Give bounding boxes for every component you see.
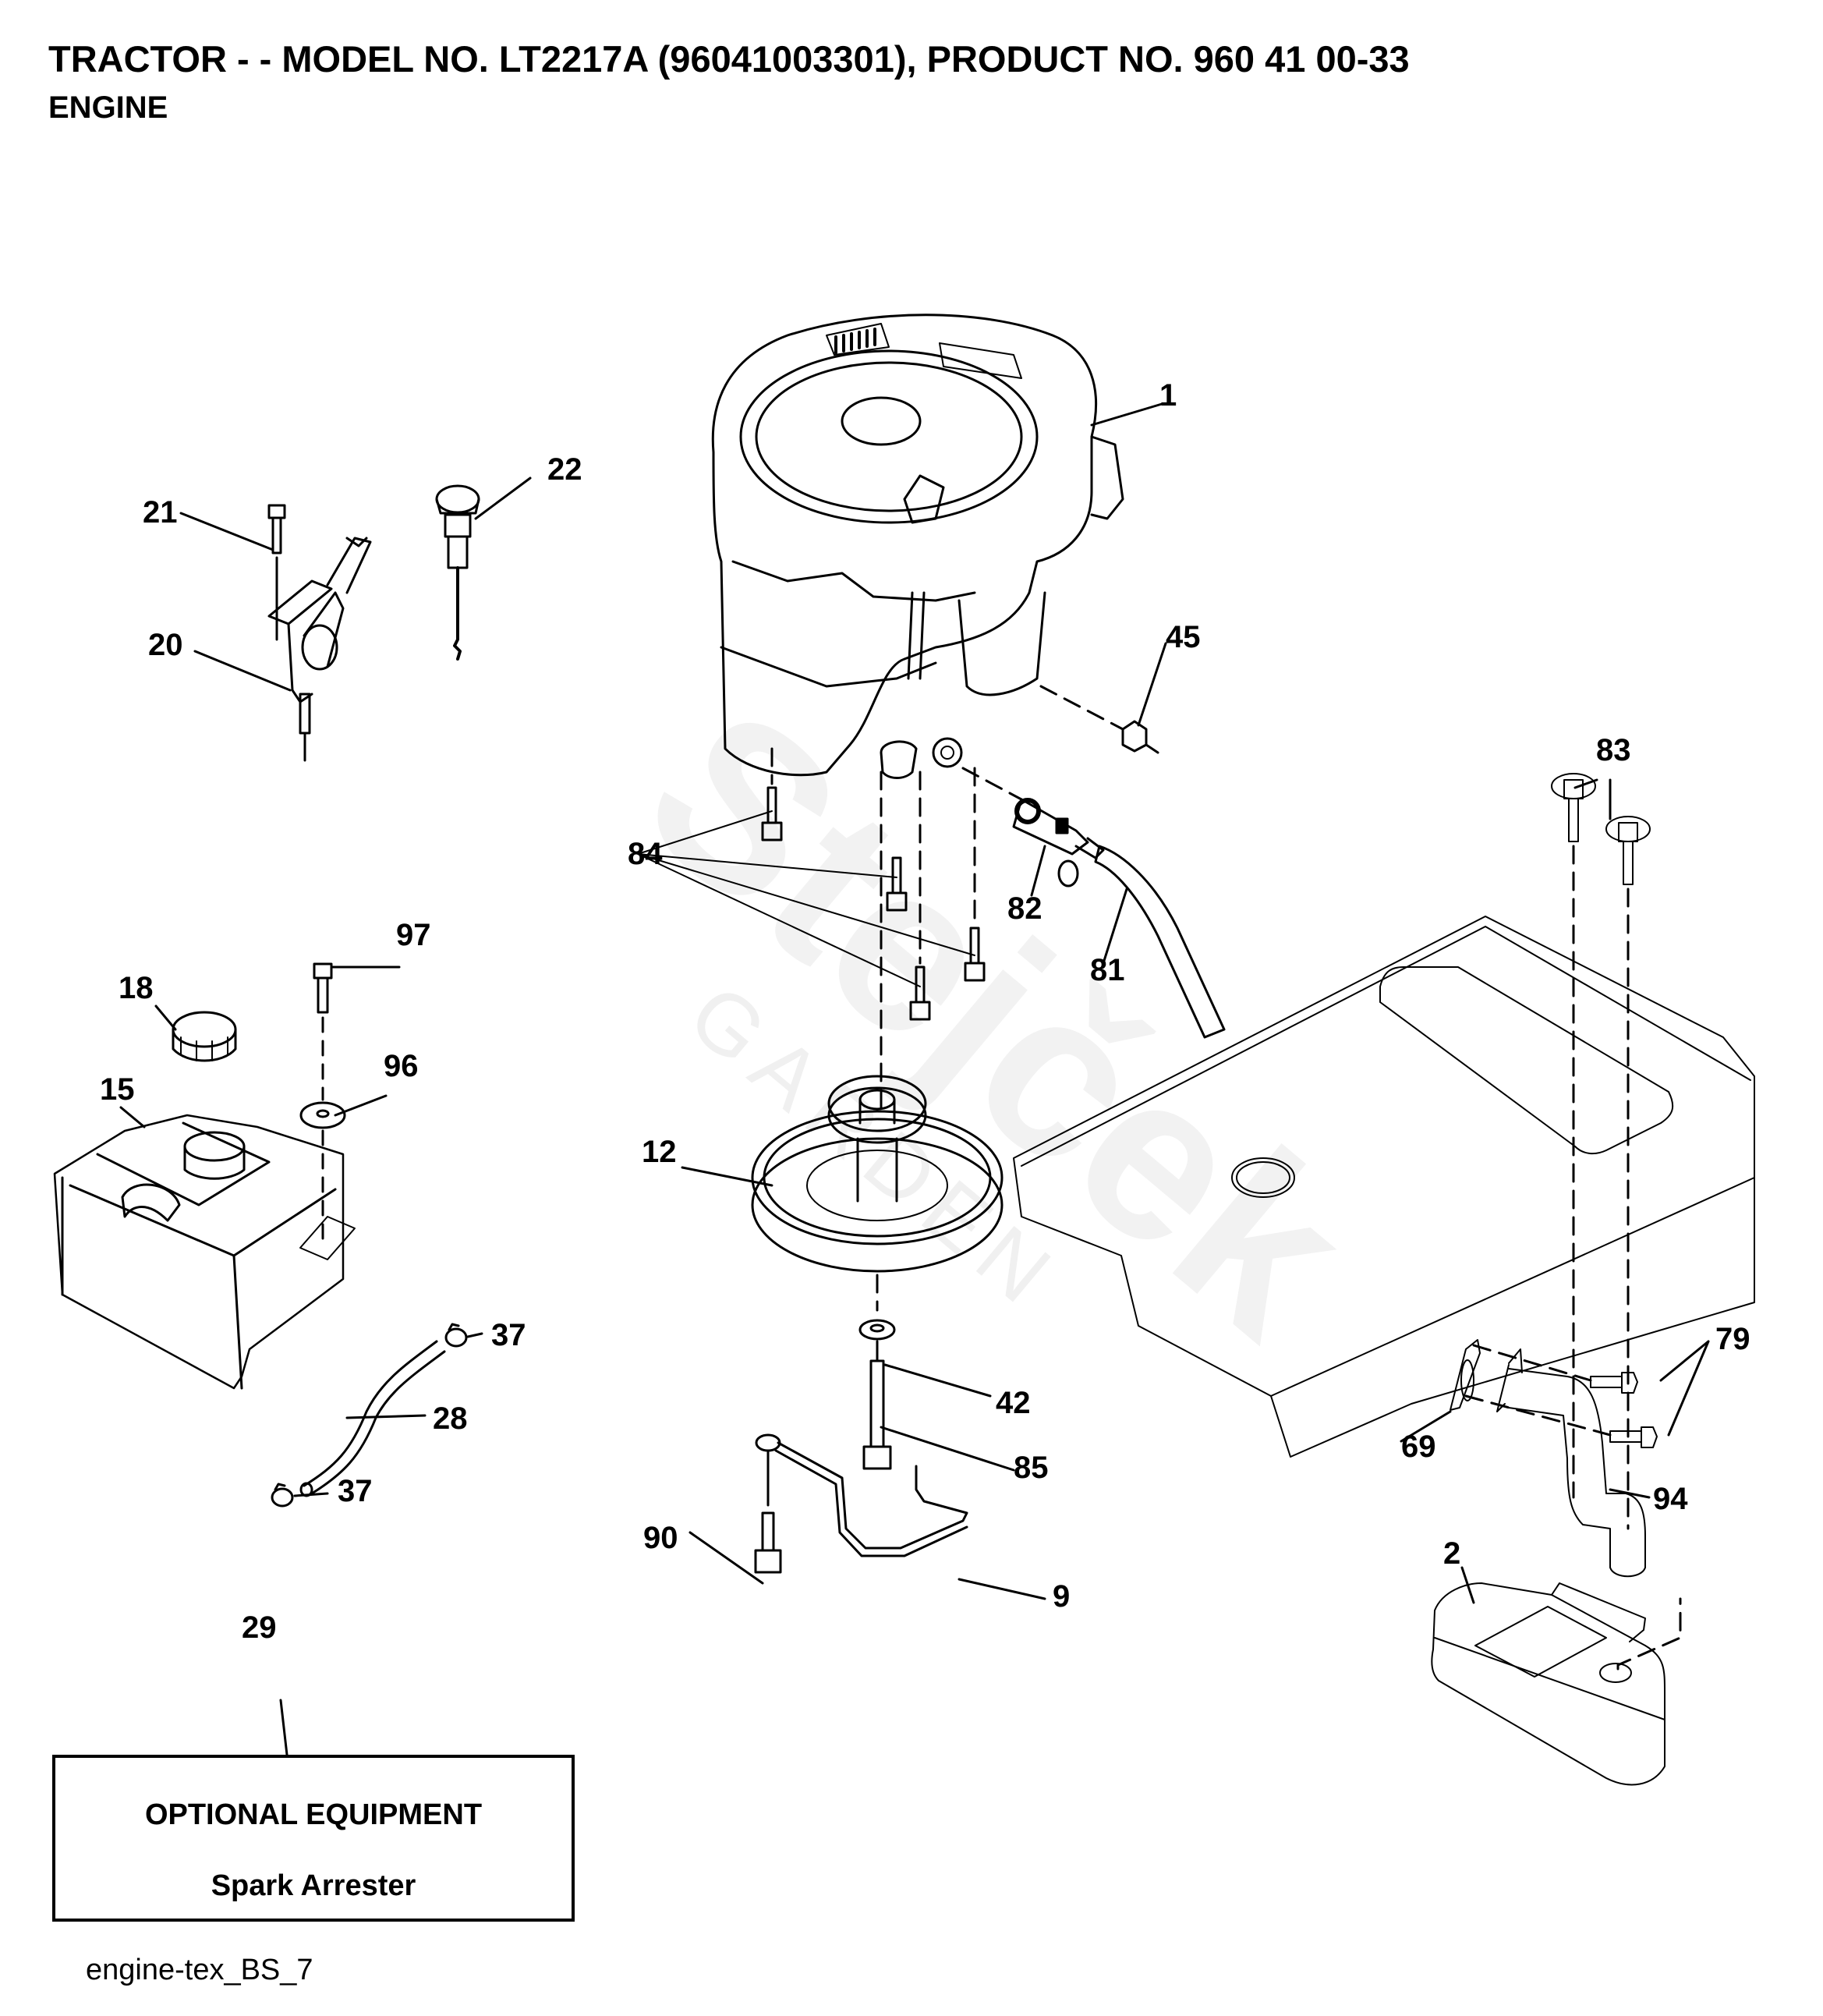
callout-96: 96 bbox=[384, 1049, 419, 1083]
callout-81: 81 bbox=[1090, 953, 1125, 987]
callout-21: 21 bbox=[143, 495, 178, 530]
callout-12: 12 bbox=[642, 1135, 677, 1169]
part-nut[interactable] bbox=[1039, 685, 1159, 754]
part-muffler[interactable] bbox=[1431, 1582, 1682, 1786]
optional-equipment-heading: OPTIONAL EQUIPMENT bbox=[144, 1798, 483, 1831]
optional-equipment-item: Spark Arrester bbox=[211, 1869, 416, 1902]
part-engine[interactable] bbox=[711, 314, 1124, 779]
leader-lines bbox=[119, 402, 1710, 1756]
callout-84: 84 bbox=[628, 837, 663, 871]
part-engine-pulley[interactable] bbox=[751, 1075, 1004, 1312]
part-frame-bolts[interactable] bbox=[1551, 773, 1651, 1530]
callout-labels: 1 2 9 12 15 18 20 21 22 28 29 37 37 42 4… bbox=[100, 378, 1750, 1645]
part-gasket[interactable] bbox=[1450, 1339, 1481, 1411]
part-exhaust-pipe[interactable] bbox=[1496, 1348, 1646, 1578]
callout-18: 18 bbox=[119, 971, 154, 1005]
callout-83: 83 bbox=[1596, 733, 1631, 767]
part-fuel-cap[interactable] bbox=[172, 1011, 237, 1062]
callout-1: 1 bbox=[1159, 378, 1177, 413]
callout-2: 2 bbox=[1443, 1536, 1460, 1571]
part-fuel-tank[interactable] bbox=[53, 1114, 356, 1390]
part-screw[interactable] bbox=[267, 504, 286, 641]
callout-94: 94 bbox=[1653, 1482, 1688, 1516]
part-choke-control[interactable] bbox=[435, 484, 480, 661]
optional-equipment-box: OPTIONAL EQUIPMENT Spark Arrester bbox=[52, 1755, 575, 1922]
callout-28: 28 bbox=[433, 1401, 468, 1436]
section-title: ENGINE bbox=[48, 90, 168, 125]
callout-82: 82 bbox=[1007, 891, 1042, 926]
part-pulley-bolt[interactable] bbox=[862, 1340, 892, 1470]
part-fuel-line[interactable] bbox=[299, 1340, 446, 1497]
callout-29: 29 bbox=[242, 1610, 277, 1645]
part-guide-bolt[interactable] bbox=[754, 1449, 782, 1574]
part-tank-washer[interactable] bbox=[299, 1016, 346, 1242]
part-tank-bolt[interactable] bbox=[313, 962, 333, 1014]
callout-42: 42 bbox=[996, 1386, 1031, 1420]
callout-22: 22 bbox=[547, 452, 582, 487]
part-drain-hose[interactable] bbox=[1094, 845, 1226, 1039]
callout-90: 90 bbox=[643, 1521, 678, 1555]
callout-79: 79 bbox=[1715, 1322, 1750, 1356]
part-exhaust-bolts[interactable] bbox=[1464, 1344, 1658, 1448]
part-belt-guide-wire[interactable] bbox=[755, 1433, 968, 1557]
callout-20: 20 bbox=[148, 628, 183, 662]
callout-85: 85 bbox=[1014, 1451, 1049, 1485]
part-drain-valve[interactable] bbox=[961, 767, 1105, 888]
callout-9: 9 bbox=[1053, 1579, 1070, 1614]
part-engine-mount-bolts[interactable] bbox=[761, 747, 986, 1109]
part-throttle-control[interactable] bbox=[267, 537, 372, 762]
page-title: TRACTOR - - MODEL NO. LT2217A (960410033… bbox=[48, 38, 1410, 80]
callout-69: 69 bbox=[1401, 1430, 1436, 1464]
callout-37-top: 37 bbox=[491, 1318, 526, 1352]
callout-45: 45 bbox=[1166, 620, 1201, 654]
part-hose-clamp-bottom[interactable] bbox=[271, 1483, 294, 1508]
callout-15: 15 bbox=[100, 1072, 135, 1107]
callout-97: 97 bbox=[396, 918, 431, 952]
diagram-code: engine-tex_BS_7 bbox=[86, 1954, 313, 1986]
part-frame bbox=[1013, 916, 1755, 1458]
callout-37-bottom: 37 bbox=[338, 1474, 373, 1508]
part-washer[interactable] bbox=[858, 1319, 896, 1341]
part-hose-clamp-top[interactable] bbox=[444, 1323, 468, 1348]
